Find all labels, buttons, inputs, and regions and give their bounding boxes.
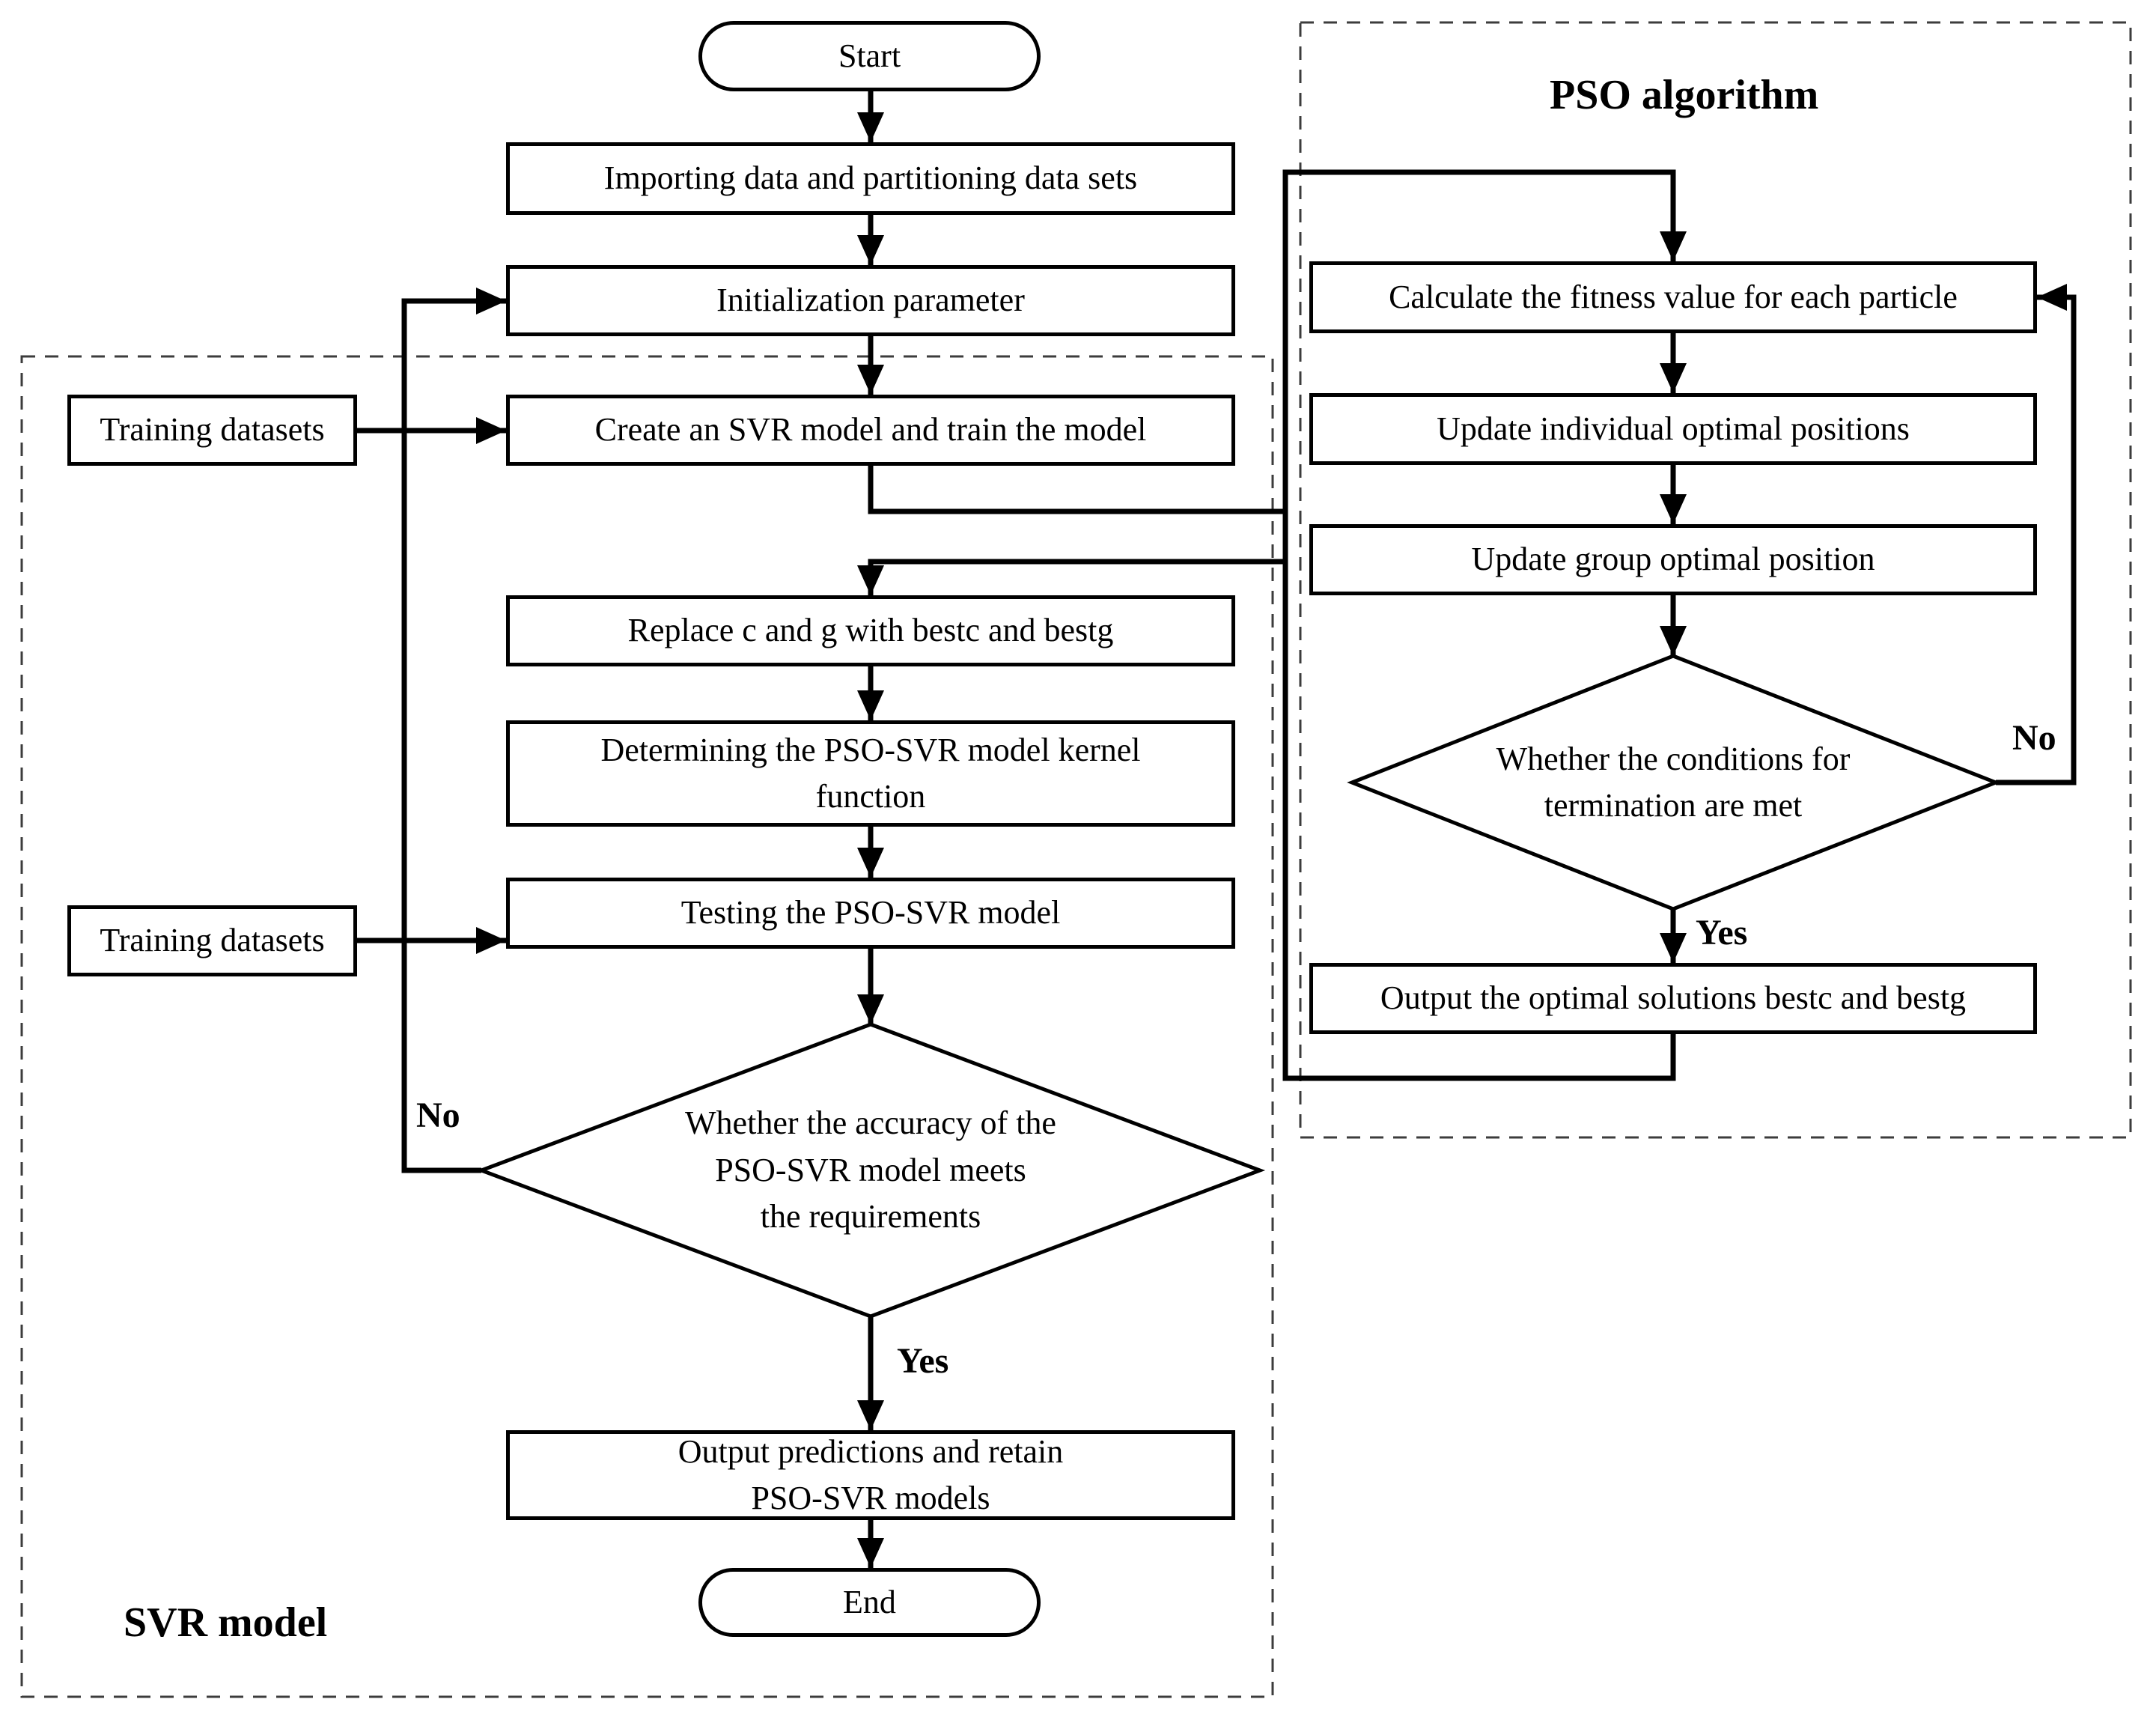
node-start: Start [698, 21, 1041, 91]
accuracy-no-label: No [416, 1095, 460, 1135]
termination-yes-label: Yes [1696, 913, 1748, 952]
accuracy-decision-text: Whether the accuracy of the PSO-SVR mode… [685, 1104, 1056, 1236]
pso-section-title: PSO algorithm [1550, 72, 1819, 118]
node-testing-pso-svr: Testing the PSO-SVR model [506, 878, 1235, 949]
node-create-svr-model: Create an SVR model and train the model [506, 395, 1235, 466]
edge-termination-no-to-calculate [1996, 284, 2077, 785]
termination-decision-text: Whether the conditions for termination a… [1496, 740, 1851, 824]
node-end: End [698, 1568, 1041, 1637]
svr-section-dashed-border [20, 355, 1274, 1698]
node-determining-kernel: Determining the PSO-SVR model kernel fun… [506, 720, 1235, 827]
edge-output-optimal-to-replace [857, 559, 1676, 1081]
edge-accuracy-no-to-initialization [401, 288, 506, 1173]
node-output-predictions: Output predictions and retain PSO-SVR mo… [506, 1430, 1235, 1520]
node-training-datasets-1: Training datasets [67, 395, 357, 466]
svr-section-title: SVR model [124, 1599, 328, 1646]
node-importing-data: Importing data and partitioning data set… [506, 142, 1235, 215]
termination-no-label: No [2012, 718, 2056, 758]
edge-create-to-calculate [868, 169, 1687, 514]
node-training-datasets-2: Training datasets [67, 905, 357, 976]
node-calculate-fitness: Calculate the fitness value for each par… [1309, 261, 2037, 333]
node-initialization-parameter: Initialization parameter [506, 265, 1235, 336]
node-output-optimal: Output the optimal solutions bestc and b… [1309, 963, 2037, 1034]
node-update-individual: Update individual optimal positions [1309, 393, 2037, 465]
node-replace-c-g: Replace c and g with bestc and bestg [506, 595, 1235, 666]
node-update-group: Update group optimal position [1309, 524, 2037, 595]
accuracy-yes-label: Yes [897, 1341, 949, 1381]
